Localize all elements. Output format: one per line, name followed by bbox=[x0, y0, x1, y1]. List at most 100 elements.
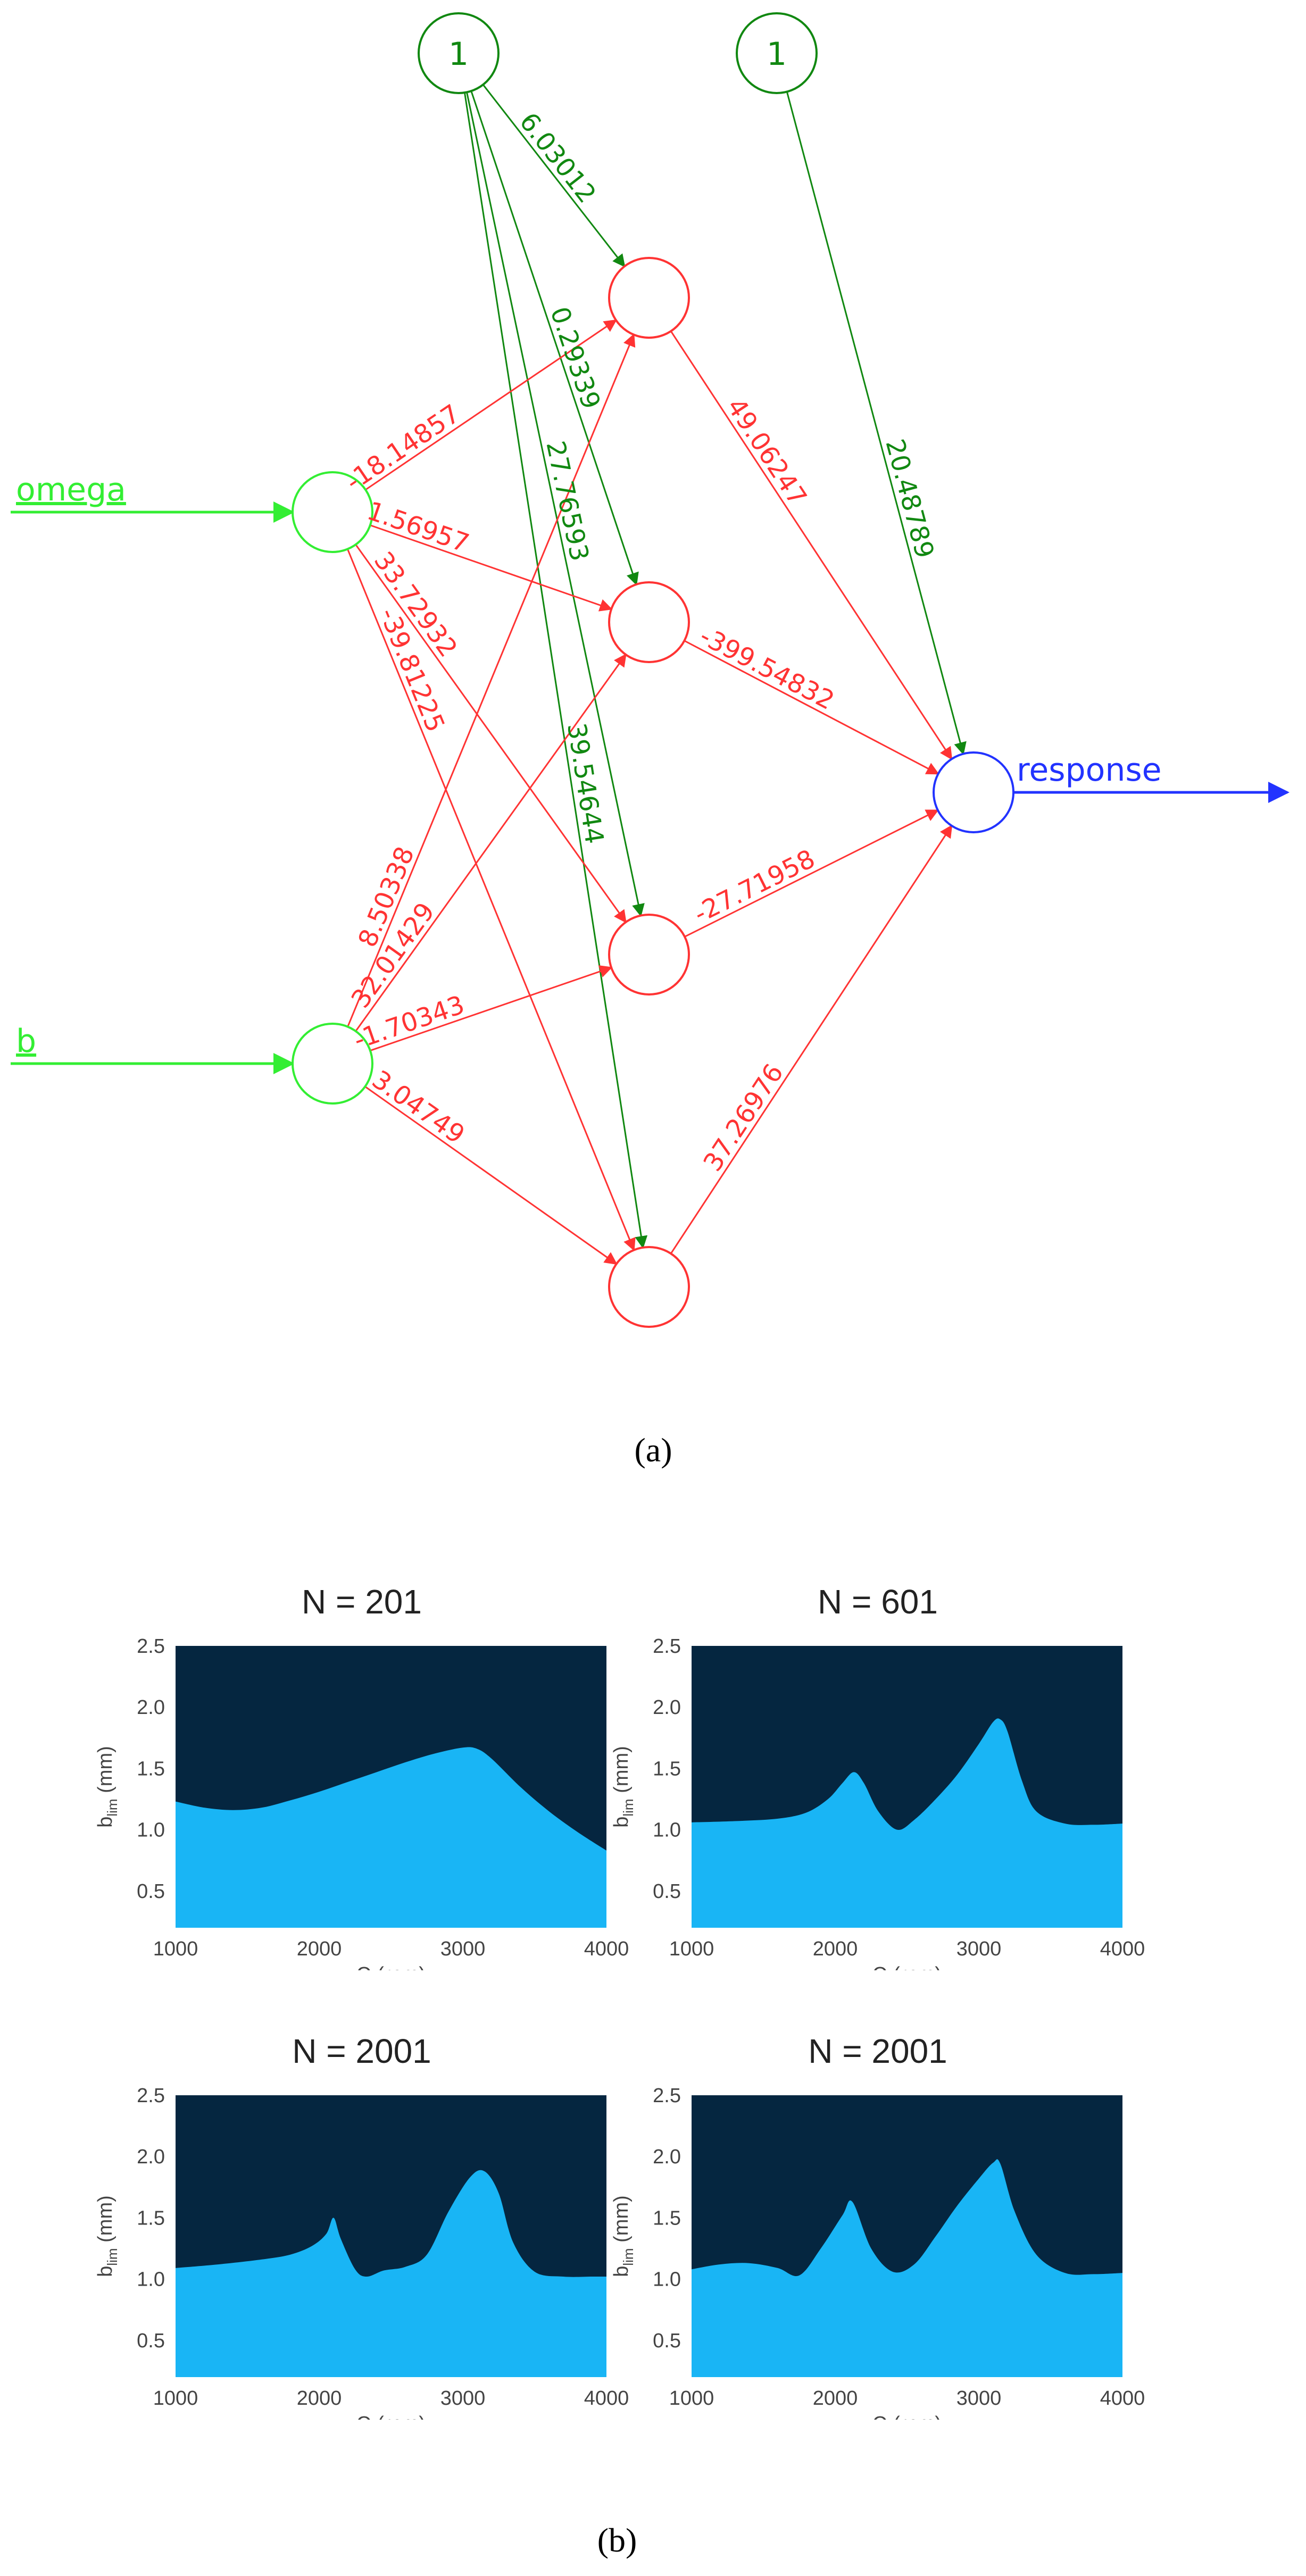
y-tick-label: 1.0 bbox=[137, 2269, 165, 2291]
hidden-1-to-output-edge bbox=[670, 330, 953, 760]
bias-to-output-edge bbox=[786, 91, 967, 755]
panel-title-3: N = 2001 bbox=[292, 2032, 431, 2070]
b-to-hidden-4-edge-weight-label: 3.04749 bbox=[367, 1065, 470, 1150]
bias-to-hidden-4-edge-weight-label: 39.54644 bbox=[561, 721, 609, 846]
hidden-node-2 bbox=[608, 581, 690, 663]
y-tick-label: 1.5 bbox=[653, 2207, 681, 2229]
bias-node-hidden bbox=[418, 12, 500, 94]
y-tick-label: 1.0 bbox=[653, 2269, 681, 2291]
b-to-hidden-3-edge bbox=[370, 965, 613, 1051]
x-tick-label: 3000 bbox=[956, 2387, 1002, 2410]
omega-to-hidden-1-edge bbox=[365, 319, 617, 491]
x-tick-label: 1000 bbox=[669, 2387, 714, 2410]
hidden-node-3 bbox=[608, 914, 690, 996]
bias-to-hidden-2-edge-weight-label: 0.29339 bbox=[544, 303, 606, 413]
neural-network-diagram: 1 1 6.03012 0.29339 27.76593 39.54644 20.4878… bbox=[11, 12, 1290, 1328]
lobe-chart-2: 0.5 1.0 1.5 2.0 2.5 1000 2000 3000 4000 Ω (rpm) bl… bbox=[610, 1635, 1145, 1970]
x-tick-label: 3000 bbox=[440, 1938, 486, 1960]
bias-to-output-edge-weight-label: 20.48789 bbox=[879, 436, 939, 562]
panel-title-2: N = 601 bbox=[818, 1583, 938, 1621]
x-tick-label: 1000 bbox=[153, 2387, 198, 2410]
lobe-chart-4: 0.5 1.0 1.5 2.0 2.5 1000 2000 3000 4000 Ω (rpm) bl… bbox=[610, 2085, 1145, 2420]
y-axis-label: blim (mm) bbox=[610, 2195, 636, 2277]
x-axis-label: Ω (rpm) bbox=[872, 2413, 942, 2420]
x-tick-label: 1000 bbox=[669, 1938, 714, 1960]
y-tick-label: 2.5 bbox=[137, 2085, 165, 2107]
bias-to-hidden-3-edge bbox=[466, 92, 645, 917]
y-tick-label: 2.0 bbox=[653, 2146, 681, 2168]
y-tick-label: 2.0 bbox=[137, 2146, 165, 2168]
stable-region-area bbox=[176, 1747, 606, 1928]
x-tick-label: 2000 bbox=[813, 1938, 858, 1960]
y-tick-label: 2.5 bbox=[653, 1635, 681, 1658]
response-output-label: response bbox=[1017, 751, 1162, 789]
y-tick-label: 0.5 bbox=[653, 1880, 681, 1903]
y-tick-label: 1.5 bbox=[137, 2207, 165, 2229]
omega-to-hidden-2-edge-weight-label: 1.56957 bbox=[363, 496, 473, 558]
x-tick-label: 3000 bbox=[956, 1938, 1002, 1960]
hidden-node-1 bbox=[608, 257, 690, 339]
y-tick-label: 0.5 bbox=[137, 2330, 165, 2352]
y-tick-label: 1.0 bbox=[137, 1819, 165, 1842]
x-tick-label: 2000 bbox=[297, 2387, 342, 2410]
x-axis-label: Ω (rpm) bbox=[356, 2413, 426, 2420]
bias-to-hidden-4-edge bbox=[463, 92, 648, 1249]
y-tick-label: 0.5 bbox=[137, 1880, 165, 1903]
omega-input-label: omega bbox=[16, 471, 126, 508]
y-axis-label: blim (mm) bbox=[94, 1746, 120, 1828]
hidden-4-to-output-edge-weight-label: 37.26976 bbox=[697, 1059, 789, 1177]
b-input-node bbox=[292, 1023, 373, 1105]
x-tick-label: 4000 bbox=[1100, 1938, 1145, 1960]
hidden-3-to-output-edge-weight-label: -27.71958 bbox=[689, 844, 820, 929]
b-input-label: b bbox=[16, 1023, 36, 1060]
y-tick-label: 2.5 bbox=[653, 2085, 681, 2107]
panel-title-1: N = 201 bbox=[302, 1583, 422, 1621]
x-tick-label: 2000 bbox=[813, 2387, 858, 2410]
y-tick-label: 2.0 bbox=[653, 1696, 681, 1719]
x-tick-label: 1000 bbox=[153, 1938, 198, 1960]
y-axis-label: blim (mm) bbox=[610, 1746, 636, 1828]
y-tick-label: 0.5 bbox=[653, 2330, 681, 2352]
hidden-node-4 bbox=[608, 1246, 690, 1328]
y-tick-label: 1.5 bbox=[137, 1758, 165, 1780]
lobe-chart-1: 0.51.01.52.02.51000200030004000Ω (rpm)bl… bbox=[94, 1635, 629, 1970]
b-to-hidden-2-edge bbox=[355, 654, 627, 1032]
y-tick-label: 1.5 bbox=[653, 1758, 681, 1780]
hidden-2-to-output-edge-weight-label: -399.54832 bbox=[695, 621, 839, 716]
output-node bbox=[933, 751, 1014, 833]
y-tick-label: 2.0 bbox=[137, 1696, 165, 1719]
y-tick-label: 2.5 bbox=[137, 1635, 165, 1658]
stable-region-area bbox=[176, 2170, 606, 2377]
omega-input-node bbox=[292, 471, 373, 553]
omega-to-hidden-1-edge-weight-label: -18.14857 bbox=[340, 399, 465, 497]
hidden-2-to-output-edge bbox=[684, 640, 939, 775]
panel-title-4: N = 2001 bbox=[808, 2032, 947, 2070]
stable-region-area bbox=[692, 2159, 1122, 2377]
x-tick-label: 4000 bbox=[1100, 2387, 1145, 2410]
y-tick-label: 1.0 bbox=[653, 1819, 681, 1842]
caption-b: (b) bbox=[597, 2521, 637, 2559]
bias-node-hidden-label: 1 bbox=[448, 36, 469, 73]
b-to-hidden-4-edge bbox=[364, 1086, 618, 1265]
hidden-3-to-output-edge bbox=[684, 809, 939, 938]
x-tick-label: 3000 bbox=[440, 2387, 486, 2410]
x-tick-label: 4000 bbox=[584, 2387, 629, 2410]
caption-a: (a) bbox=[634, 1431, 672, 1469]
omega-to-hidden-2-edge bbox=[370, 524, 613, 612]
lobe-chart-3: 0.5 1.0 1.5 2.0 2.5 1000 2000 3000 4000 Ω (rpm) bl… bbox=[94, 2085, 629, 2420]
hidden-4-to-output-edge bbox=[670, 824, 953, 1254]
omega-to-hidden-4-edge bbox=[346, 548, 636, 1251]
bias-to-hidden-1-edge bbox=[482, 84, 626, 267]
omega-to-hidden-3-edge bbox=[355, 544, 627, 923]
bias-node-output bbox=[736, 12, 818, 94]
bias-to-hidden-3-edge-weight-label: 27.76593 bbox=[540, 438, 594, 564]
x-tick-label: 2000 bbox=[297, 1938, 342, 1960]
bias-to-hidden-1-edge-weight-label: 6.03012 bbox=[513, 107, 602, 208]
bias-node-output-label: 1 bbox=[767, 36, 787, 73]
b-to-hidden-1-edge bbox=[347, 333, 636, 1027]
hidden-1-to-output-edge-weight-label: 49.06247 bbox=[721, 393, 812, 511]
bias-to-hidden-2-edge bbox=[470, 90, 639, 586]
x-axis-label: Ω (rpm) bbox=[872, 1963, 942, 1970]
x-tick-label: 4000 bbox=[584, 1938, 629, 1960]
y-axis-label: blim (mm) bbox=[94, 2195, 120, 2277]
